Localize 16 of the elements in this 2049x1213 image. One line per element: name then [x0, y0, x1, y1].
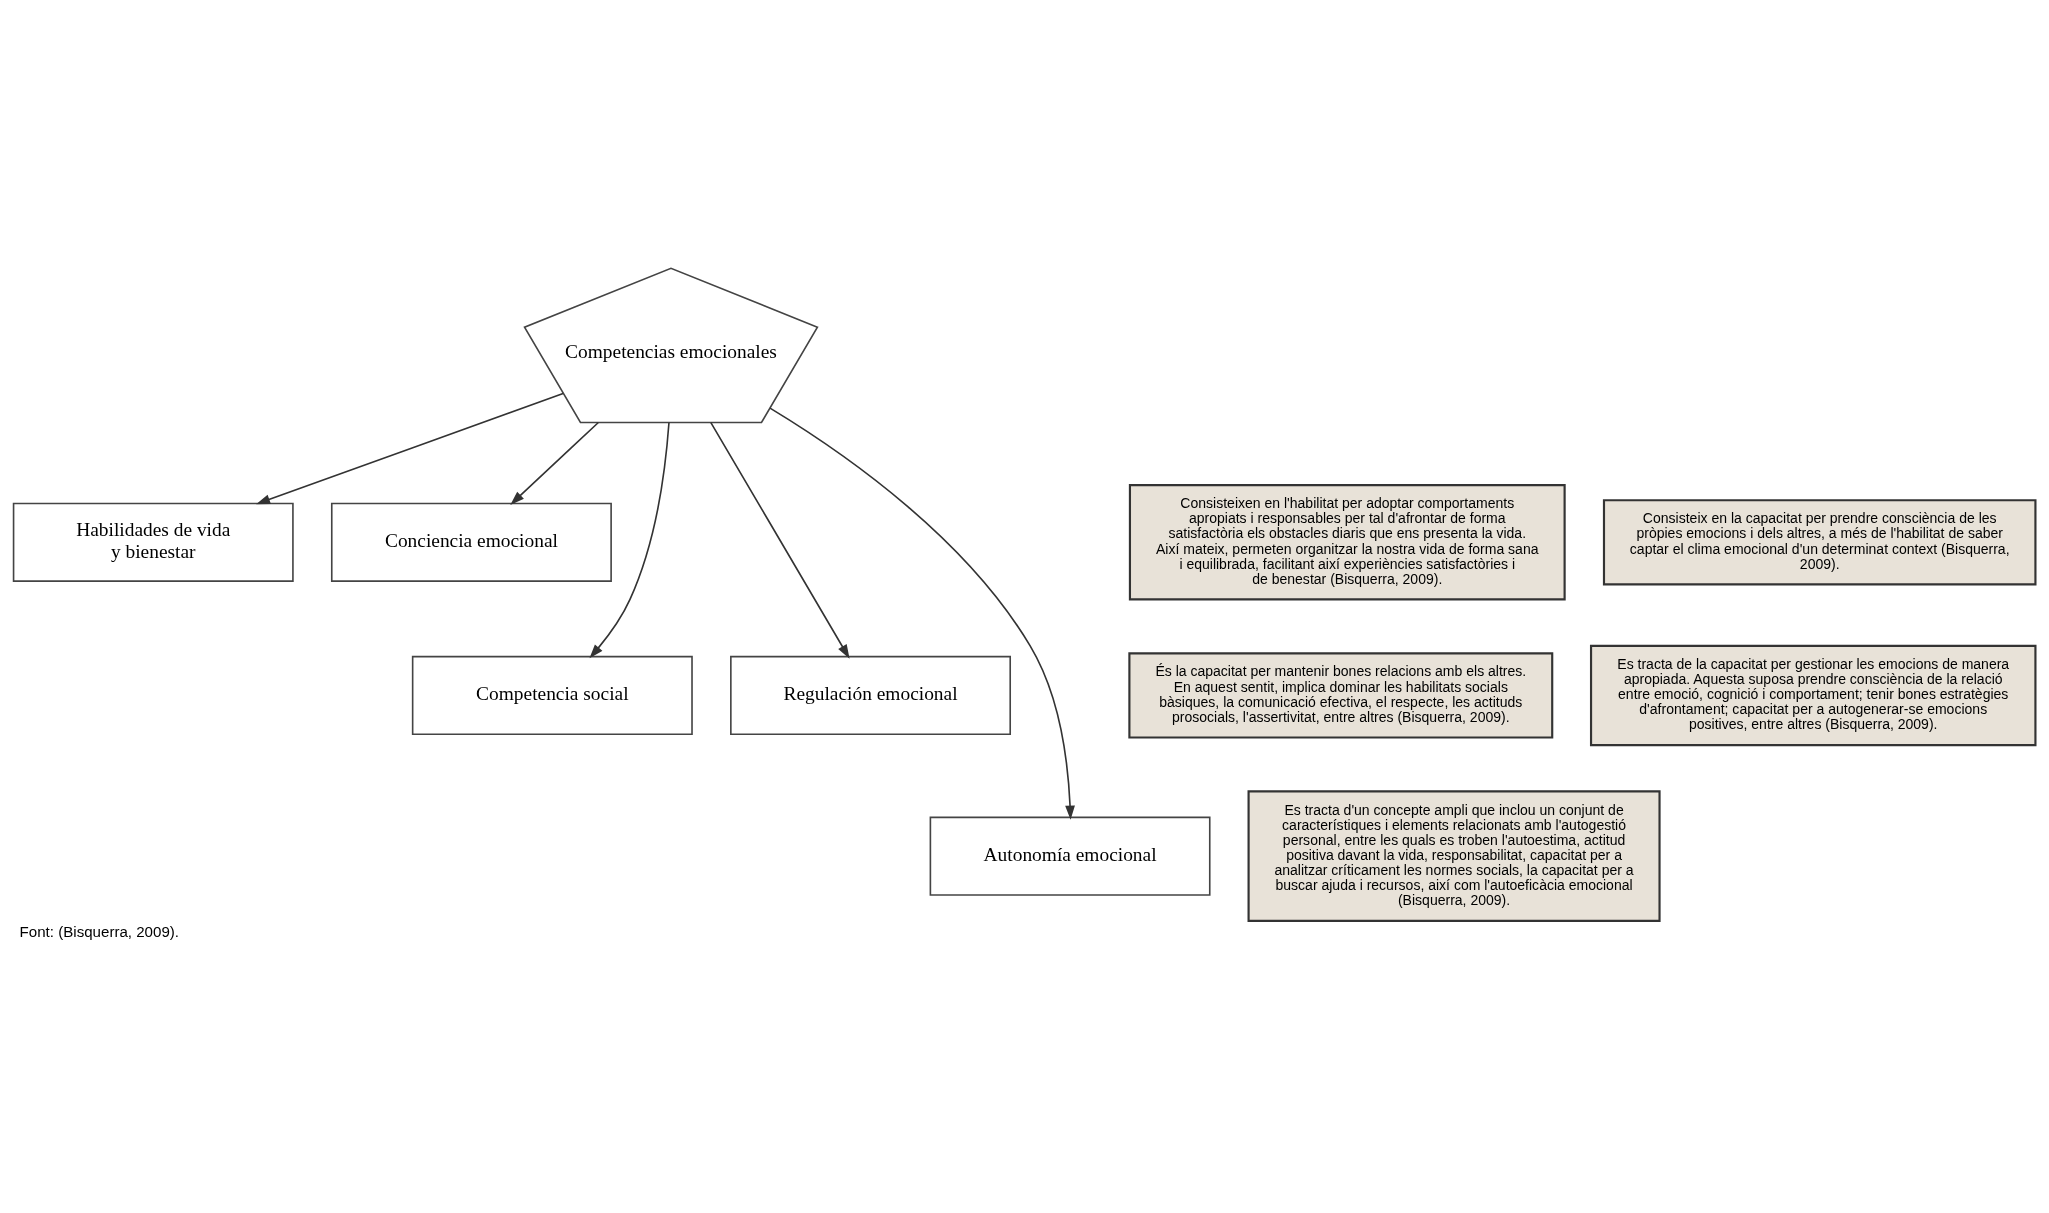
node-box: Consisteixen en l'habilitat per adoptar comportaments apropiats i responsables per tal d'afrontar de forma satisfactòria els obstacles diaris que ens presenta la vida. Així mateix, permeten organitzar la nostra vida de forma sana i equilibrada, facilitant així experiències satisfactòries i de benestar (Bisquerra, 2009).	[1128, 483, 1566, 601]
arrow	[589, 421, 670, 658]
node-box: Consisteix en la capacitat per prendre consciència de les pròpies emocions i dels altres, a més de l'habilitat de saber captar el clima emocional d'un determinat context (Bisquerra, 2009).	[1602, 498, 2037, 585]
caption: Font: (Bisquerra, 2009).	[19, 922, 180, 940]
node-box: Es tracta de la capacitat per gestionar les emocions de manera apropiada. Aquesta suposa prendre consciència de la relació entre emoció, cognició i comportament; tenir bones estratègies d'afrontament; capacitat per a autogenerar-se emocions positives, entre altres (Bisquerra, 2009).	[1589, 644, 2037, 746]
node-box: Autonomía emocional	[929, 816, 1211, 896]
arrow	[769, 406, 1075, 820]
arrow	[510, 421, 600, 505]
node-box: Competencia social	[411, 655, 693, 735]
node-box: Es tracta d'un concepte ampli que inclou un conjunt de característiques i elements relacionats amb l'autogestió personal, entre les quals es troben l'autoestima, actitud positiva davant la vida, responsabilitat, capacitat per a analitzar críticament les normes socials, la capacitat per a buscar ajuda i recursos, així com l'autoeficàcia emocional (Bisquerra, 2009).	[1247, 789, 1661, 922]
node-box: Conciencia emocional	[330, 502, 612, 582]
node-box: Habilidades de vida y bienestar	[12, 502, 294, 582]
node-box: És la capacitat per mantenir bones relacions amb els altres. En aquest sentit, implica dominar les habilitats socials bàsiques, la comunicació efectiva, el respecte, les actituds prosocials, l'assertivitat, entre altres (Bisquerra, 2009).	[1128, 651, 1554, 739]
arrow	[256, 392, 564, 504]
node-box: Regulación emocional	[730, 655, 1011, 735]
arrow	[710, 421, 850, 659]
